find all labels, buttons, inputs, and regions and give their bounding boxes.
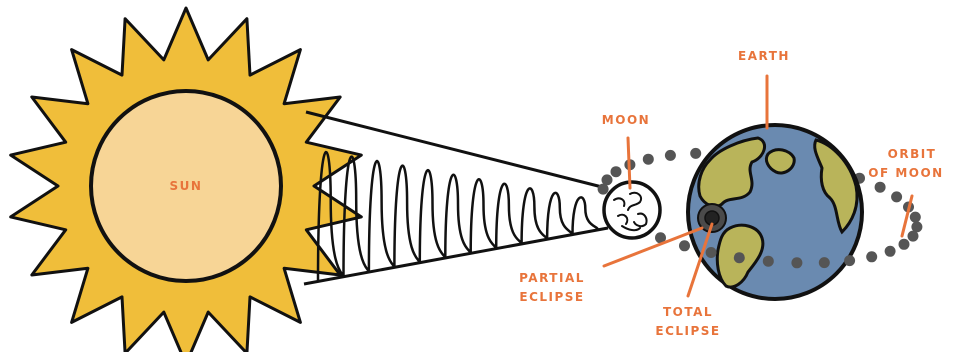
orbit-dot: [875, 182, 886, 193]
label-total-line2: ECLIPSE: [655, 324, 720, 338]
label-total-line1: TOTAL: [663, 305, 713, 319]
label-partial-line2: ECLIPSE: [519, 290, 584, 304]
orbit-dot: [791, 257, 802, 268]
continent-north: [766, 150, 794, 173]
moon: [604, 182, 660, 238]
orbit-dot: [611, 166, 622, 177]
label-moon: MOON: [602, 113, 650, 127]
orbit-dot: [763, 256, 774, 267]
orbit-dot: [910, 212, 921, 223]
label-sun: SUN: [170, 179, 203, 193]
pointer-moon: [628, 138, 630, 188]
light-cone: [304, 112, 608, 284]
orbit-dot: [844, 255, 855, 266]
label-earth: EARTH: [738, 49, 790, 63]
orbit-dot: [866, 251, 877, 262]
orbit-dot: [734, 252, 745, 263]
orbit-dot: [706, 247, 717, 258]
orbit-dot: [819, 257, 830, 268]
orbit-dot: [908, 231, 919, 242]
orbit-dot: [665, 150, 676, 161]
earth: [688, 125, 862, 299]
orbit-dot: [899, 239, 910, 250]
orbit-dot: [679, 240, 690, 251]
orbit-dot: [891, 191, 902, 202]
orbit-dot: [598, 184, 609, 195]
orbit-dot: [643, 154, 654, 165]
label-orbit-line2: OF MOON: [868, 166, 943, 180]
label-orbit-line1: ORBIT: [888, 147, 937, 161]
orbit-dot: [690, 148, 701, 159]
label-partial-line1: PARTIAL: [519, 271, 585, 285]
orbit-dot: [885, 246, 896, 257]
